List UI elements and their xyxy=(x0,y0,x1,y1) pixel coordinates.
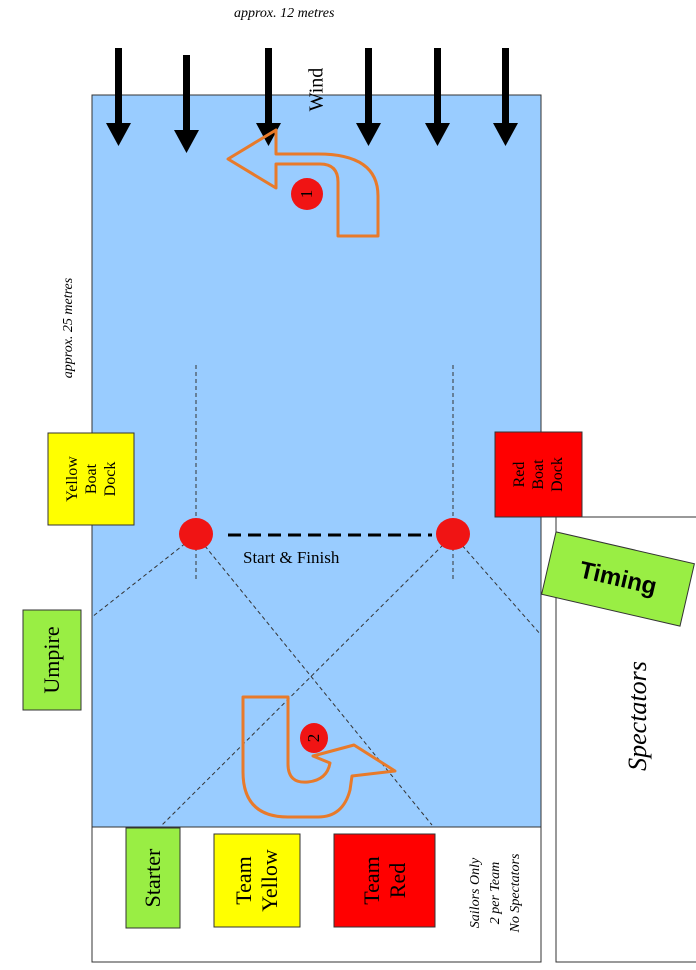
wind-arrow-icon xyxy=(356,48,381,146)
spectator-area-outline xyxy=(555,516,696,963)
team-red-line-1: Team xyxy=(358,856,384,905)
mark-1 xyxy=(291,178,323,210)
team-red-box xyxy=(333,833,436,928)
team-yellow-box xyxy=(213,833,301,928)
red-dock-label: Red Boat Dock xyxy=(496,432,581,517)
start-mark-right xyxy=(436,518,470,550)
sailors-note: Sailors Only 2 per Team No Spectators xyxy=(448,833,544,953)
wind-label: Wind xyxy=(305,67,328,112)
sailors-note-line-1: Sailors Only xyxy=(468,857,483,929)
sailor-area-outline xyxy=(91,827,542,963)
yellow-dock-line-3: Dock xyxy=(101,461,119,497)
wind-arrow-icon xyxy=(425,48,450,146)
mark-1-number: 1 xyxy=(297,189,316,199)
mark-2-number: 2 xyxy=(304,733,323,743)
starter-box xyxy=(125,827,181,929)
team-red-label: Team Red xyxy=(338,834,431,927)
wind-arrow-icon xyxy=(174,55,199,153)
wind-arrow-icon xyxy=(493,48,518,146)
rounding-arrow-mark2 xyxy=(241,695,397,819)
red-dock-line-3: Dock xyxy=(549,457,566,492)
start-mark-left xyxy=(179,518,213,550)
yellow-dock-line-1: Yellow xyxy=(63,456,81,502)
umpire-box xyxy=(22,609,82,711)
course-lines xyxy=(91,365,542,826)
course-marks xyxy=(179,178,470,753)
length-dimension-label: approx. 25 metres xyxy=(61,277,76,379)
mark-2 xyxy=(300,723,328,753)
team-yellow-line-1: Team xyxy=(230,856,256,905)
wind-arrow-icon xyxy=(106,48,131,146)
width-dimension-label: approx. 12 metres xyxy=(234,6,335,21)
spectators-label: Spectators xyxy=(623,661,652,771)
yellow-dock-label: Yellow Boat Dock xyxy=(49,433,133,525)
yellow-dock-box xyxy=(47,432,135,526)
timing-box xyxy=(541,531,695,627)
team-yellow-label: Team Yellow xyxy=(210,834,303,927)
sailors-note-line-2: 2 per Team xyxy=(488,861,503,925)
sailors-note-line-3: No Spectators xyxy=(508,853,523,933)
red-dock-box xyxy=(494,431,583,518)
rounding-arrow-mark1 xyxy=(226,128,380,238)
umpire-label: Umpire xyxy=(39,626,64,694)
yellow-dock-line-2: Boat xyxy=(82,463,100,495)
wind-arrows xyxy=(106,48,518,153)
starter-label: Starter xyxy=(140,848,165,908)
team-red-line-2: Red xyxy=(384,862,410,899)
red-dock-line-2: Boat xyxy=(530,459,547,490)
start-finish-label: Start & Finish xyxy=(243,548,340,567)
red-dock-line-1: Red xyxy=(511,461,528,488)
water-area xyxy=(91,94,542,828)
team-yellow-line-2: Yellow xyxy=(256,849,282,912)
